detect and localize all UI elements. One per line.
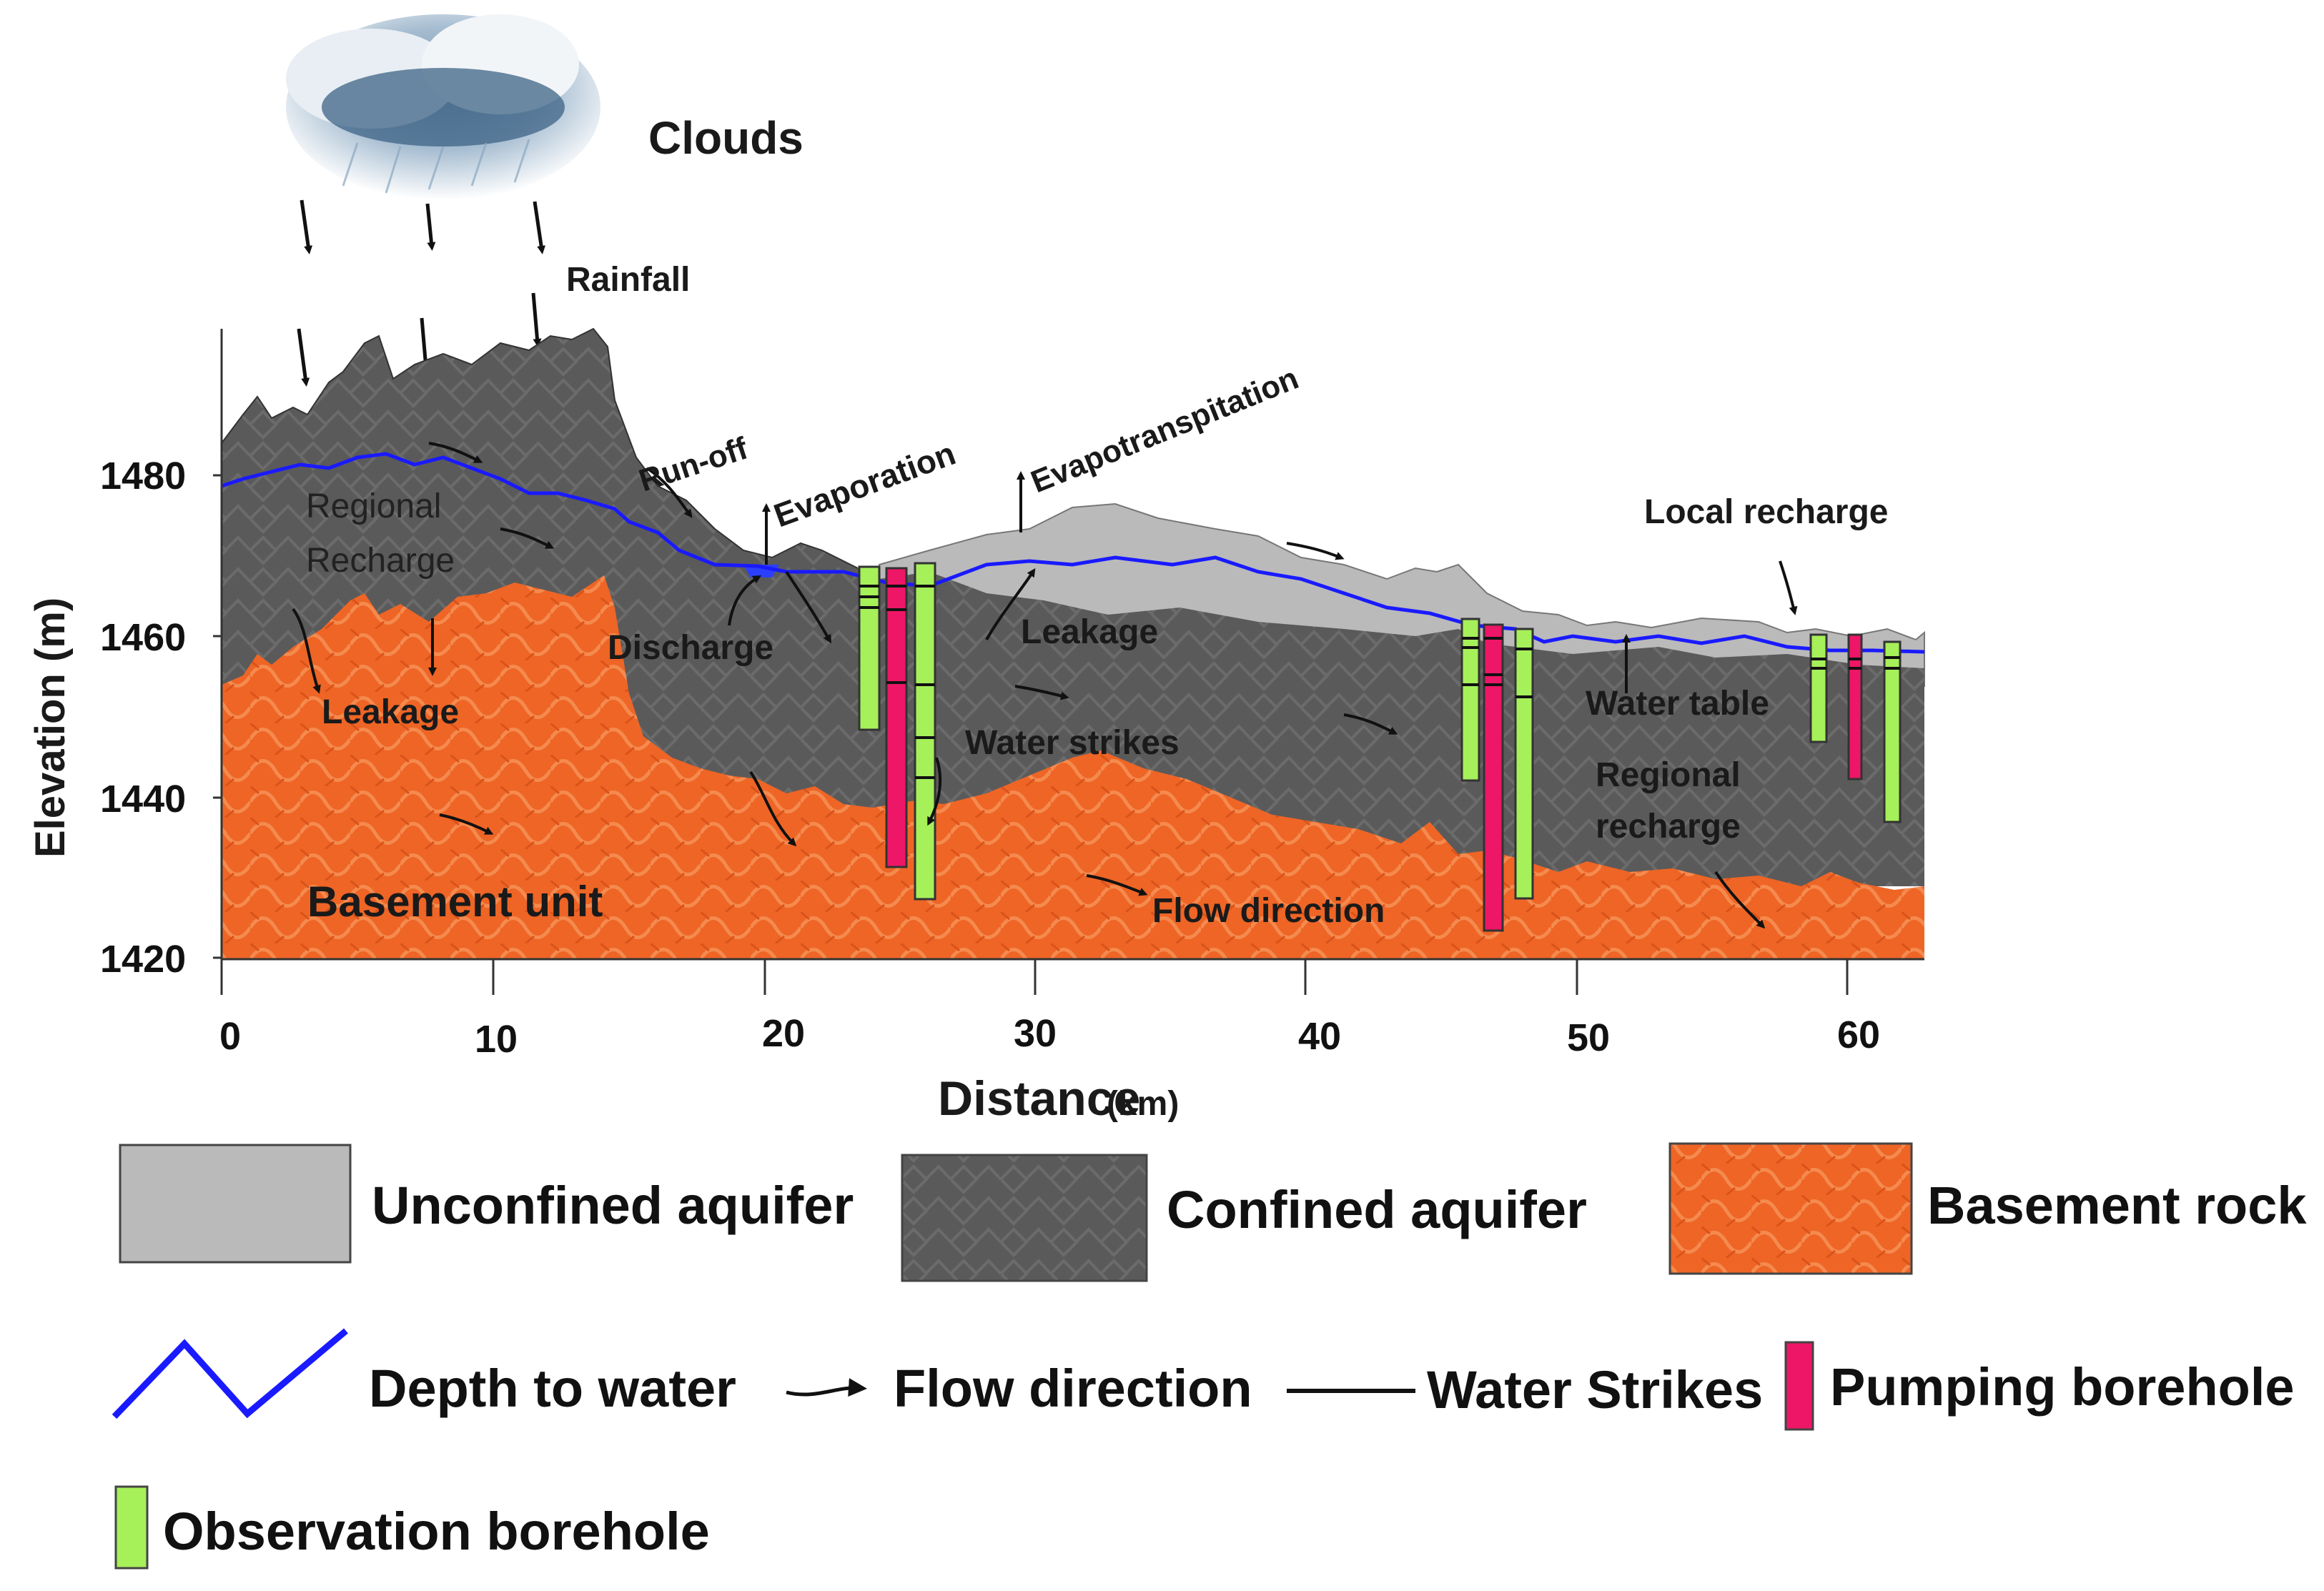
- x-axis-label: Distance: [938, 1071, 1140, 1126]
- pumping-borehole: [1483, 623, 1504, 932]
- basement-unit-label: Basement unit: [307, 878, 603, 926]
- regional-recharge-label-line2: Recharge: [306, 542, 455, 580]
- discharge-label: Discharge: [608, 629, 773, 667]
- flow-direction-label: Flow direction: [1152, 892, 1385, 930]
- evaporation-label: Evaporation: [769, 435, 961, 535]
- legend-observation-swatch: [114, 1485, 149, 1570]
- observation-borehole: [1460, 618, 1480, 782]
- observation-borehole: [914, 562, 936, 901]
- x-tick-label: 40: [1298, 1015, 1341, 1058]
- rainfall-label: Rainfall: [566, 261, 690, 299]
- x-tick-label: 30: [1014, 1012, 1057, 1055]
- water-strikes-label: Water strikes: [965, 724, 1180, 762]
- x-tick-label: 20: [762, 1012, 805, 1055]
- axes: 1480 1460 1440 1420 0 10 20 30 40 50 60 …: [27, 329, 1924, 1126]
- y-tick-label: 1460: [100, 616, 186, 659]
- run-off-label: Run-off: [635, 430, 752, 498]
- legend-water-strikes-label: Water Strikes: [1427, 1360, 1763, 1419]
- x-tick-label: 60: [1837, 1013, 1880, 1056]
- observation-borehole: [1883, 640, 1902, 823]
- regional-recharge-b-line1: Regional: [1596, 756, 1741, 794]
- legend-confined-swatch: [901, 1154, 1148, 1282]
- regional-recharge-label-line1: Regional: [306, 487, 441, 525]
- cloud-icon: [286, 14, 600, 200]
- observation-borehole: [858, 565, 881, 731]
- legend-depth-label: Depth to water: [369, 1359, 736, 1418]
- legend-flow-arrow-icon: [786, 1378, 867, 1397]
- regional-recharge-b-line2: recharge: [1596, 808, 1741, 846]
- leakage-mid-label: Leakage: [1021, 613, 1158, 651]
- pumping-borehole: [885, 567, 908, 868]
- leakage-left-label: Leakage: [322, 693, 459, 731]
- legend: Unconfined aquifer Confined aquifer Base…: [112, 1142, 2307, 1570]
- x-axis-unit: (km): [1107, 1085, 1179, 1123]
- y-tick-label: 1440: [100, 778, 186, 821]
- evapotranspiration-label: Evapotranspitation: [1026, 361, 1303, 500]
- legend-unconfined-label: Unconfined aquifer: [372, 1176, 854, 1235]
- legend-flow-label: Flow direction: [894, 1359, 1252, 1418]
- water-table-label: Water table: [1586, 685, 1769, 723]
- legend-pumping-label: Pumping borehole: [1830, 1357, 2295, 1417]
- y-tick-label: 1480: [100, 455, 186, 497]
- legend-basement-swatch: [1668, 1142, 1913, 1275]
- legend-basement-label: Basement rock: [1927, 1176, 2307, 1235]
- legend-unconfined-swatch: [119, 1144, 352, 1264]
- x-tick-label: 50: [1567, 1016, 1610, 1059]
- local-recharge-label: Local recharge: [1644, 493, 1888, 531]
- x-tick-label: 10: [475, 1018, 518, 1061]
- observation-borehole: [1514, 628, 1534, 900]
- flow-direction-arrows: [292, 442, 1798, 929]
- legend-pumping-swatch: [1784, 1341, 1814, 1431]
- water-strike-marks: [859, 585, 1900, 779]
- x-tick-label: 0: [219, 1015, 241, 1058]
- clouds-label: Clouds: [648, 112, 803, 164]
- legend-observation-label: Observation borehole: [163, 1502, 710, 1561]
- y-tick-label: 1420: [100, 938, 186, 981]
- y-axis-label: Elevation (m): [27, 598, 74, 858]
- boreholes: [858, 562, 1902, 932]
- legend-depth-line-icon: [112, 1328, 348, 1419]
- legend-confined-label: Confined aquifer: [1167, 1180, 1587, 1239]
- pumping-borehole: [1847, 633, 1863, 780]
- observation-borehole: [1809, 633, 1828, 743]
